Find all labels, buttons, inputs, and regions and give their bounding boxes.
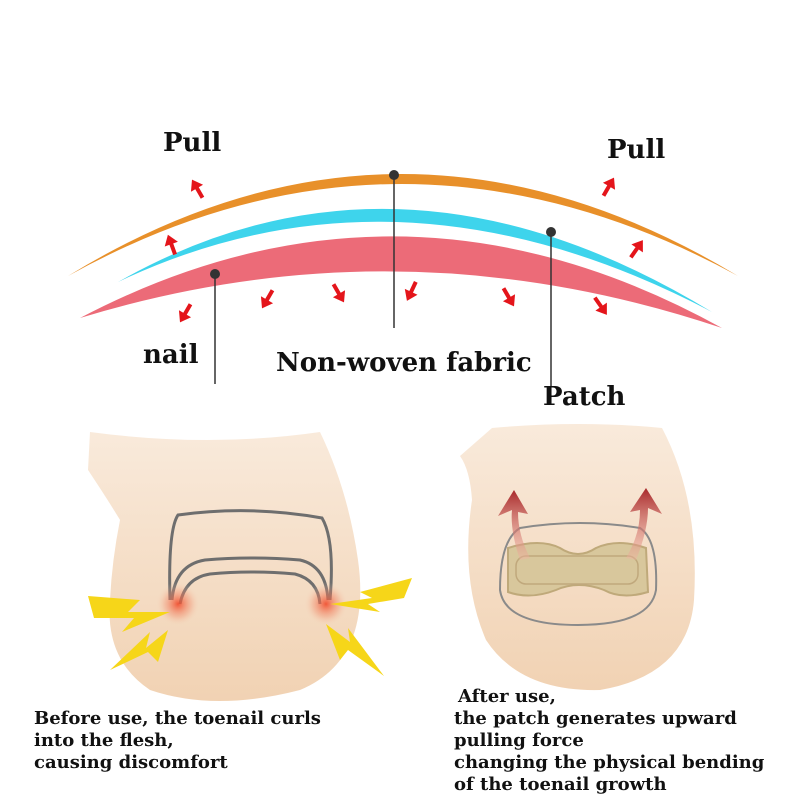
force-arrow [404, 280, 418, 301]
after-caption: After use, the patch generates upward pu… [454, 686, 794, 796]
nail-cross-section [68, 174, 738, 328]
before-toe-illustration [88, 432, 412, 701]
before-caption-line: into the flesh, [34, 730, 174, 751]
after-toe-illustration [460, 424, 695, 691]
force-arrow-head [631, 240, 643, 253]
force-arrow-head [502, 294, 516, 307]
after-caption-line: pulling force [454, 730, 584, 751]
force-arrow [178, 303, 193, 323]
patch-pointer-dot [546, 227, 556, 237]
force-arrow [260, 289, 275, 309]
fabric-label: Non-woven fabric [276, 348, 532, 378]
toe-skin-before [88, 432, 361, 701]
force-arrow [501, 287, 516, 307]
force-arrow [331, 283, 346, 303]
after-caption-line: changing the physical bending [454, 752, 765, 773]
upward-arrow-right [626, 488, 662, 560]
patch-inner-border [515, 555, 639, 585]
pain-bolt-right-upper [330, 578, 412, 612]
pull-label-right: Pull [607, 135, 666, 165]
fabric-pointer-dot [389, 170, 399, 180]
force-arrow [164, 234, 178, 256]
after-caption-line: After use, [458, 686, 556, 707]
nail-layer [80, 236, 722, 328]
force-arrow [629, 240, 643, 259]
force-arrow [601, 177, 616, 197]
after-caption-line: of the toenail growth [454, 774, 667, 795]
ingrown-nail-curl-2 [178, 570, 322, 605]
force-arrow-head [595, 302, 607, 315]
force-arrow [190, 179, 205, 199]
pain-bolt-left-upper [88, 596, 170, 632]
force-arrow-head [164, 234, 178, 247]
label-pointers [210, 170, 556, 386]
corrected-nail-outline [498, 522, 658, 627]
force-arrow-head [332, 290, 346, 303]
toe-side-shadow [88, 470, 120, 525]
nail-label: nail [143, 340, 199, 370]
force-arrow [593, 296, 607, 315]
pull-label-left: Pull [163, 128, 222, 158]
pain-bolt-right-lower [326, 624, 384, 676]
force-arrow-head [404, 288, 418, 301]
force-arrows [164, 177, 643, 323]
force-arrow-head [602, 177, 616, 190]
force-arrow-head [260, 296, 274, 309]
before-caption: Before use, the toenail curls into the f… [34, 708, 374, 774]
pain-glow-right [304, 582, 348, 626]
upward-arrow-left [498, 490, 530, 560]
after-caption-line: the patch generates upward [454, 708, 737, 729]
fabric-layer [68, 174, 738, 276]
before-caption-line: Before use, the toenail curls [34, 708, 321, 729]
before-caption-line: causing discomfort [34, 752, 228, 773]
force-arrow-head [178, 310, 192, 323]
ingrown-nail-curl-1 [170, 556, 330, 601]
patch-label: Patch [543, 382, 626, 412]
force-arrow-head [190, 179, 204, 192]
pain-bolt-left-lower [110, 630, 168, 670]
ingrown-nail-outline [168, 509, 333, 601]
pain-glow-left [156, 582, 200, 626]
nail-pointer-dot [210, 269, 220, 279]
